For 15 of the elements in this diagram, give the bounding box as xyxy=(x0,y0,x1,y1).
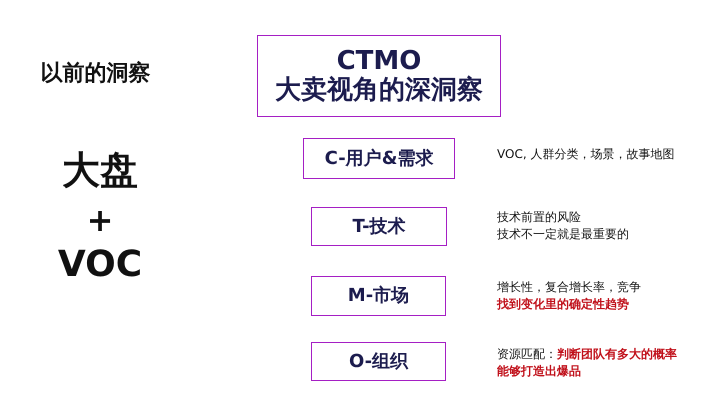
old-insight-heading: 以前的洞察 xyxy=(40,62,152,86)
category-box: T-技术 xyxy=(311,207,447,246)
category-box: M-市场 xyxy=(311,276,446,316)
plus-sign: + xyxy=(86,203,114,238)
category-box: O-组织 xyxy=(311,342,446,381)
big-text: 大盘 xyxy=(61,150,139,192)
category-box: C-用户&需求 xyxy=(303,138,455,179)
title-box: CTMO 大卖视角的深洞察 xyxy=(257,35,501,117)
big-text: VOC xyxy=(56,245,144,285)
description-text: 增长性，复合增长率，竞争 xyxy=(497,279,642,296)
description-text: 技术不一定就是最重要的 xyxy=(497,226,630,243)
description-text: 资源匹配：判断团队有多大的概率能够打造出爆品 xyxy=(497,346,678,380)
description-text: 找到变化里的确定性趋势 xyxy=(497,296,630,313)
description-text: 技术前置的风险 xyxy=(497,209,582,226)
description-text: VOC, 人群分类，场景，故事地图 xyxy=(497,146,676,163)
